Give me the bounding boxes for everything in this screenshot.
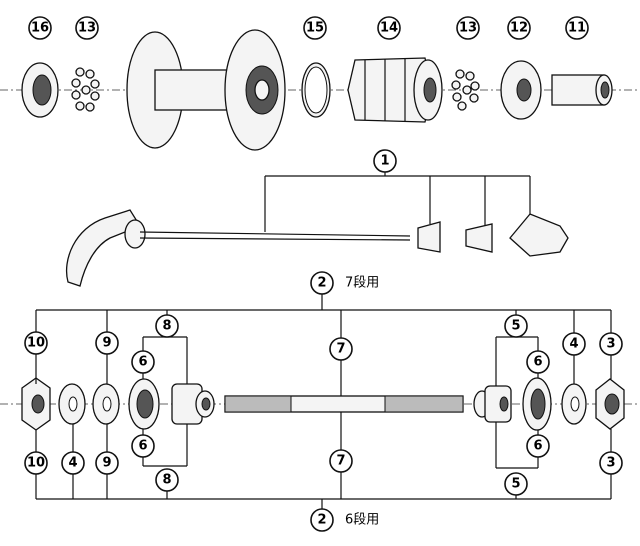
svg-text:4: 4 bbox=[569, 337, 578, 352]
svg-text:6: 6 bbox=[533, 355, 542, 370]
svg-text:10: 10 bbox=[27, 336, 45, 351]
ball-bearings-13-right bbox=[451, 69, 480, 111]
svg-text:6: 6 bbox=[138, 355, 147, 370]
washer-9 bbox=[92, 383, 120, 425]
callout-9-upper: 9 bbox=[95, 331, 119, 355]
washer-4-left bbox=[58, 383, 86, 425]
callout-4-lower: 4 bbox=[61, 451, 85, 475]
callout-4-upper: 4 bbox=[562, 332, 586, 356]
svg-text:13: 13 bbox=[78, 21, 96, 36]
six-speed-label: 6段用 bbox=[345, 513, 379, 528]
callout-7-upper: 7 bbox=[329, 337, 353, 361]
svg-text:11: 11 bbox=[568, 21, 586, 36]
svg-text:6: 6 bbox=[533, 439, 542, 454]
svg-text:10: 10 bbox=[27, 456, 45, 471]
callout-11: 11 bbox=[565, 16, 589, 40]
svg-text:3: 3 bbox=[606, 337, 615, 352]
callout-6-upper-left: 6 bbox=[131, 350, 155, 374]
callout-14: 14 bbox=[377, 16, 401, 40]
locknut-3 bbox=[595, 378, 625, 430]
washer-12 bbox=[500, 60, 542, 120]
callout-6-lower-left: 6 bbox=[131, 434, 155, 458]
dust-cap-6-right bbox=[522, 377, 552, 431]
locknut-10 bbox=[21, 377, 51, 431]
svg-text:1: 1 bbox=[380, 154, 389, 169]
callout-1: 1 bbox=[373, 149, 397, 173]
callout-10-upper: 10 bbox=[24, 331, 48, 355]
svg-text:16: 16 bbox=[31, 21, 49, 36]
callout-2-seven-speed: 2 bbox=[310, 271, 334, 295]
callout-13-left: 13 bbox=[75, 16, 99, 40]
hub-body bbox=[126, 29, 286, 151]
callout-1-bracket bbox=[264, 172, 531, 232]
svg-text:5: 5 bbox=[511, 319, 520, 334]
axle-7 bbox=[224, 395, 464, 413]
svg-text:2: 2 bbox=[317, 513, 326, 528]
callout-6-upper-right: 6 bbox=[526, 350, 550, 374]
fixing-bolt-11 bbox=[551, 74, 613, 106]
seven-speed-label: 7段用 bbox=[345, 276, 379, 291]
callout-5-lower: 5 bbox=[504, 472, 528, 496]
callout-8-lower: 8 bbox=[155, 468, 179, 492]
dust-seal-16 bbox=[21, 62, 59, 118]
callout-10-lower: 10 bbox=[24, 451, 48, 475]
assembly-brackets bbox=[35, 292, 612, 509]
callout-16: 16 bbox=[28, 16, 52, 40]
ball-bearings-13-left bbox=[71, 67, 100, 112]
callout-3-lower: 3 bbox=[599, 451, 623, 475]
svg-text:7: 7 bbox=[336, 454, 345, 469]
callout-13-right: 13 bbox=[456, 16, 480, 40]
quick-release-1 bbox=[66, 209, 569, 287]
svg-text:4: 4 bbox=[68, 456, 77, 471]
cone-8 bbox=[171, 383, 215, 425]
svg-text:14: 14 bbox=[380, 21, 398, 36]
svg-text:9: 9 bbox=[102, 456, 111, 471]
cone-5 bbox=[473, 385, 512, 423]
callout-8-upper: 8 bbox=[155, 314, 179, 338]
svg-text:12: 12 bbox=[510, 21, 528, 36]
svg-text:3: 3 bbox=[606, 456, 615, 471]
svg-text:7: 7 bbox=[336, 342, 345, 357]
callout-6-lower-right: 6 bbox=[526, 434, 550, 458]
dust-cap-6-left bbox=[128, 378, 160, 430]
svg-text:9: 9 bbox=[102, 336, 111, 351]
callout-3-upper: 3 bbox=[599, 332, 623, 356]
svg-text:8: 8 bbox=[162, 319, 171, 334]
callout-12: 12 bbox=[507, 16, 531, 40]
callout-2-six-speed: 2 bbox=[310, 508, 334, 532]
callout-5-upper: 5 bbox=[504, 314, 528, 338]
freehub-body-14 bbox=[347, 57, 443, 123]
callout-7-lower: 7 bbox=[329, 449, 353, 473]
svg-text:5: 5 bbox=[511, 477, 520, 492]
washer-4-right bbox=[561, 383, 587, 425]
svg-text:6: 6 bbox=[138, 439, 147, 454]
svg-text:13: 13 bbox=[459, 21, 477, 36]
svg-text:2: 2 bbox=[317, 276, 326, 291]
svg-text:15: 15 bbox=[306, 21, 324, 36]
spacer-15 bbox=[301, 62, 331, 118]
callout-9-lower: 9 bbox=[95, 451, 119, 475]
callout-15: 15 bbox=[303, 16, 327, 40]
svg-text:8: 8 bbox=[162, 473, 171, 488]
